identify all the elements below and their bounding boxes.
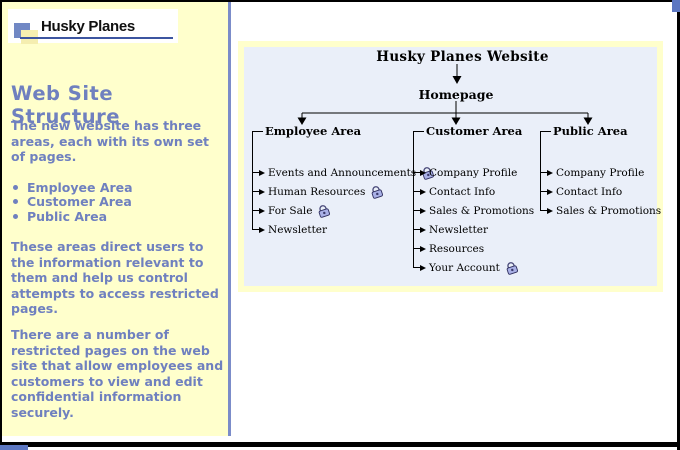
sidebar-separator <box>228 2 231 436</box>
diagram-title: Husky Planes Website <box>376 49 549 65</box>
frame-border-left <box>0 0 2 450</box>
intro-paragraph: The new website has three areas, each wi… <box>11 118 210 164</box>
connector-stub <box>252 210 259 211</box>
arrow-right-icon <box>259 207 265 214</box>
logo: Husky Planes <box>8 9 178 44</box>
tree-item-label: Contact Info <box>429 185 496 198</box>
tree-item-label: Resources <box>429 242 485 255</box>
homepage-node: Homepage <box>418 87 494 102</box>
connector-lines <box>252 64 593 267</box>
arrow-right-icon <box>259 226 265 233</box>
tree-item-label: Human Resources <box>268 185 366 198</box>
tree-item-label: Company Profile <box>429 166 518 179</box>
areas-paragraph: These areas direct users to the informat… <box>11 239 219 316</box>
area-bullet-list: Employee Area Customer Area Public Area <box>13 180 133 224</box>
arrow-right-icon <box>420 207 426 214</box>
arrow-right-icon <box>547 169 553 176</box>
list-item: Public Area <box>13 209 133 224</box>
tree-item: Contact Info <box>540 182 661 201</box>
area-label: Customer Area <box>426 124 523 138</box>
tree-item: Human Resources <box>252 182 436 201</box>
tree-item-label: Newsletter <box>268 223 328 236</box>
connector-stub <box>413 191 420 192</box>
arrow-right-icon <box>420 264 426 271</box>
connector-tick <box>540 130 551 132</box>
site-structure-diagram: Husky Planes Website Homepage Employee A… <box>238 41 663 292</box>
tree-item: Your Account <box>413 258 534 277</box>
area-label: Employee Area <box>265 124 362 138</box>
connector-stub <box>413 248 420 249</box>
tree-item-label: Contact Info <box>556 185 623 198</box>
list-item: Employee Area <box>13 180 133 195</box>
connector-tick <box>252 130 263 132</box>
tree-item-label: Sales & Promotions <box>429 204 535 217</box>
list-item: Customer Area <box>13 194 133 210</box>
public-area-node: Public Area <box>540 124 628 138</box>
connector-stub <box>540 172 547 173</box>
tree-item: Events and Announcements <box>252 163 436 182</box>
bullet-dot-icon <box>13 184 18 190</box>
connector-stub <box>252 172 259 173</box>
arrow-right-icon <box>259 169 265 176</box>
arrow-right-icon <box>420 226 426 233</box>
lock-icon <box>319 204 331 218</box>
connector-stub <box>413 267 420 268</box>
tree-item-label: Events and Announcements <box>268 166 417 179</box>
connector-stub <box>413 229 420 230</box>
frame-border-top <box>0 0 680 2</box>
connector-stub <box>540 210 547 211</box>
tree-item-label: Sales & Promotions <box>556 204 662 217</box>
arrow-right-icon <box>259 188 265 195</box>
tree-item: Contact Info <box>413 182 534 201</box>
tree-item: Newsletter <box>413 220 534 239</box>
arrow-right-icon <box>420 169 426 176</box>
frame-accent-top-right <box>672 0 680 12</box>
arrow-right-icon <box>547 207 553 214</box>
employee-area-node: Employee Area <box>252 124 361 138</box>
arrow-right-icon <box>420 188 426 195</box>
connector-tick <box>413 130 424 132</box>
connector-stub <box>252 191 259 192</box>
list-item-label: Customer Area <box>27 194 132 210</box>
tree-item: Company Profile <box>413 163 534 182</box>
bullet-dot-icon <box>13 199 18 205</box>
tree-item: For Sale <box>252 201 436 220</box>
connector-stub <box>413 210 420 211</box>
list-item-label: Public Area <box>27 208 108 224</box>
lock-icon <box>506 261 518 275</box>
page-title: Web Site Structure <box>11 82 120 128</box>
arrow-right-icon <box>420 245 426 252</box>
logo-underline <box>20 37 173 39</box>
connector-stub <box>252 229 259 230</box>
frame-border-bottom <box>0 442 680 447</box>
connector-stub <box>413 172 420 173</box>
tree-item-label: Company Profile <box>556 166 645 179</box>
public-area-items: Company Profile Contact Info Sales & Pro… <box>540 163 661 220</box>
arrow-right-icon <box>547 188 553 195</box>
frame-border-right <box>677 0 680 450</box>
employee-area-items: Events and Announcements Human Resources… <box>252 163 436 239</box>
tree-item-label: For Sale <box>268 204 313 217</box>
tree-item: Newsletter <box>252 220 436 239</box>
customer-area-node: Customer Area <box>413 124 522 138</box>
restricted-paragraph: There are a number of restricted pages o… <box>11 327 224 420</box>
frame-accent-bottom-left <box>0 445 28 450</box>
tree-item-label: Newsletter <box>429 223 489 236</box>
sidebar: Husky Planes Web Site Structure The new … <box>2 2 228 436</box>
bullet-dot-icon <box>13 213 18 219</box>
logo-text: Husky Planes <box>41 18 135 35</box>
tree-item-label: Your Account <box>429 261 500 274</box>
customer-area-items: Company Profile Contact Info Sales & Pro… <box>413 163 534 277</box>
tree-item: Sales & Promotions <box>413 201 534 220</box>
connector-stub <box>540 191 547 192</box>
tree-item: Company Profile <box>540 163 661 182</box>
area-label: Public Area <box>553 124 628 138</box>
tree-item: Resources <box>413 239 534 258</box>
tree-item: Sales & Promotions <box>540 201 661 220</box>
list-item-label: Employee Area <box>27 179 133 195</box>
lock-icon <box>372 185 384 199</box>
